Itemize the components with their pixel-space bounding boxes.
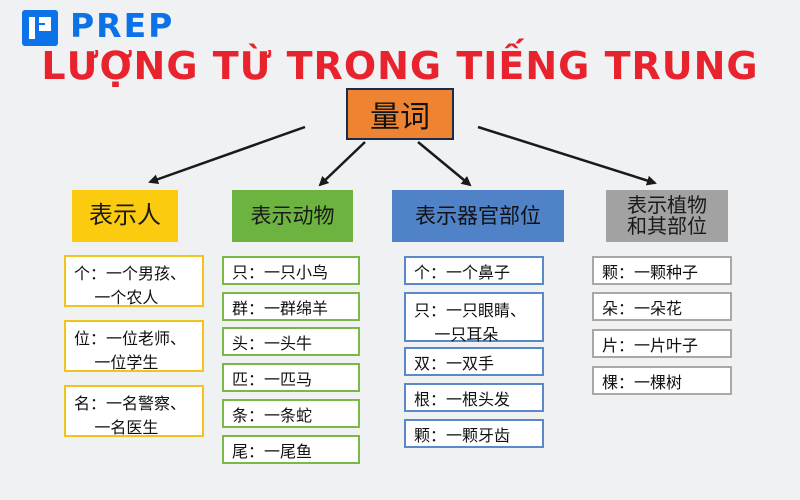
animal-item: 尾：一尾鱼	[222, 435, 360, 464]
plant-item: 棵：一棵树	[592, 366, 732, 395]
organ-item: 双：一双手	[404, 347, 544, 376]
item-line: 一位学生	[74, 353, 159, 372]
plant-item: 片：一片叶子	[592, 329, 732, 358]
organ-item: 个：一个鼻子	[404, 256, 544, 285]
organ-item: 颗：一颗牙齿	[404, 419, 544, 448]
item-line: 名：一名警察、	[74, 394, 187, 413]
category-organ: 表示器官部位	[392, 190, 564, 242]
animal-item: 群：一群绵羊	[222, 292, 360, 321]
plant-item: 颗：一颗种子	[592, 256, 732, 285]
item-line: 一名医生	[74, 418, 159, 437]
category-animal: 表示动物	[232, 190, 353, 242]
arrow-to-plant	[477, 125, 657, 186]
page-title: LƯỢNG TỪ TRONG TIẾNG TRUNG	[41, 44, 759, 88]
plant-item: 朵：一朵花	[592, 292, 732, 321]
category-person: 表示人	[72, 190, 178, 242]
organ-item: 只：一只眼睛、 一只耳朵	[404, 292, 544, 344]
animal-item: 头：一头牛	[222, 327, 360, 356]
item-line: 一只耳朵	[414, 325, 499, 344]
item-line: 个：一个男孩、	[74, 264, 187, 283]
animal-item: 条：一条蛇	[222, 399, 360, 428]
prep-logo-icon	[22, 10, 58, 46]
category-plant: 表示植物 和其部位	[606, 190, 728, 242]
arrow-to-organ	[417, 141, 472, 187]
animal-item: 只：一只小鸟	[222, 256, 360, 285]
item-line: 位：一位老师、	[74, 329, 187, 348]
animal-item: 匹：一匹马	[222, 363, 360, 392]
person-item: 位：一位老师、 一位学生	[64, 320, 204, 372]
item-line: 只：一只眼睛、	[414, 301, 527, 320]
root-node: 量词	[346, 88, 454, 140]
logo-text: PREP	[70, 6, 175, 45]
person-item: 个：一个男孩、 一个农人	[64, 255, 204, 307]
category-plant-line2: 和其部位	[627, 214, 707, 238]
arrow-to-animal	[318, 141, 366, 187]
category-plant-line1: 表示植物	[627, 193, 707, 217]
organ-item: 根：一根头发	[404, 383, 544, 412]
person-item: 名：一名警察、 一名医生	[64, 385, 204, 437]
arrow-to-person	[148, 125, 306, 185]
item-line: 一个农人	[74, 288, 159, 307]
